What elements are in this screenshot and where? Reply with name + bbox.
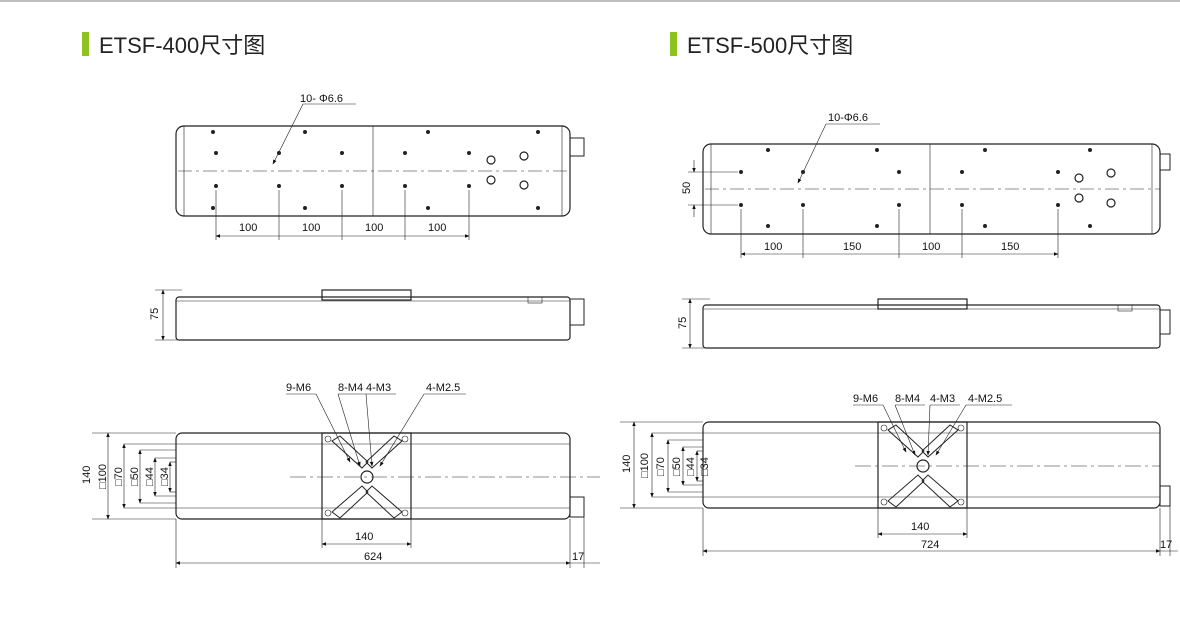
right-callout-1: 9-M6 [853, 393, 878, 405]
left-top-dim-2: 100 [302, 222, 320, 234]
accent-bar [82, 32, 89, 56]
right-callout-3: 4-M3 [930, 393, 955, 405]
left-side-height: 75 [149, 308, 161, 320]
right-vdim-6: □34 [699, 457, 711, 476]
right-callout-2: 8-M4 [895, 393, 920, 405]
right-heading: ETSF-500尺寸图 [670, 26, 853, 62]
left-carriage-width: 140 [355, 531, 373, 543]
left-total-length: 624 [364, 551, 382, 563]
left-callout-2: 8-M4 [338, 382, 363, 394]
right-callout-4: 4-M2.5 [968, 393, 1002, 405]
left-hole-callout: 10- Φ6.6 [300, 93, 343, 105]
right-carriage-width: 140 [911, 521, 929, 533]
right-top-dim-3: 100 [922, 241, 940, 253]
left-top-dim-3: 100 [365, 222, 383, 234]
right-top-view [688, 123, 1171, 258]
right-vdim-5: □44 [685, 457, 697, 476]
right-title: ETSF-500尺寸图 [687, 33, 854, 58]
right-top-dim-4: 150 [1001, 241, 1019, 253]
right-top-height: 50 [681, 182, 693, 194]
right-top-dim-1: 100 [764, 241, 782, 253]
left-vdim-1: 140 [81, 466, 93, 484]
left-top-dim-4: 100 [428, 222, 446, 234]
left-vdim-2: □100 [97, 464, 109, 489]
right-side-height: 75 [677, 317, 689, 329]
left-bottom-view [92, 393, 600, 568]
right-vdim-3: □70 [655, 457, 667, 476]
right-total-length: 724 [921, 539, 939, 551]
left-callout-3: 4-M3 [366, 382, 391, 394]
top-divider [0, 0, 1180, 2]
right-bottom-view [620, 404, 1178, 556]
left-vdim-6: □34 [159, 467, 171, 486]
right-top-dim-2: 150 [843, 241, 861, 253]
left-heading: ETSF-400尺寸图 [82, 26, 265, 62]
left-callout-4: 4-M2.5 [426, 382, 460, 394]
right-vdim-2: □100 [639, 453, 651, 478]
right-vdim-4: □50 [671, 457, 683, 476]
accent-bar [670, 32, 677, 56]
left-top-view [175, 103, 585, 240]
right-side-view [682, 298, 1171, 349]
left-vdim-3: □70 [113, 467, 125, 486]
left-callout-1: 9-M6 [286, 382, 311, 394]
left-vdim-4: □50 [129, 467, 141, 486]
right-end-length: 17 [1160, 539, 1172, 551]
right-hole-callout: 10-Φ6.6 [828, 112, 868, 124]
left-title: ETSF-400尺寸图 [99, 33, 266, 58]
left-top-dim-1: 100 [239, 222, 257, 234]
left-end-length: 17 [572, 551, 584, 563]
left-side-view [155, 289, 585, 341]
right-vdim-1: 140 [621, 455, 633, 473]
left-vdim-5: □44 [144, 467, 156, 486]
